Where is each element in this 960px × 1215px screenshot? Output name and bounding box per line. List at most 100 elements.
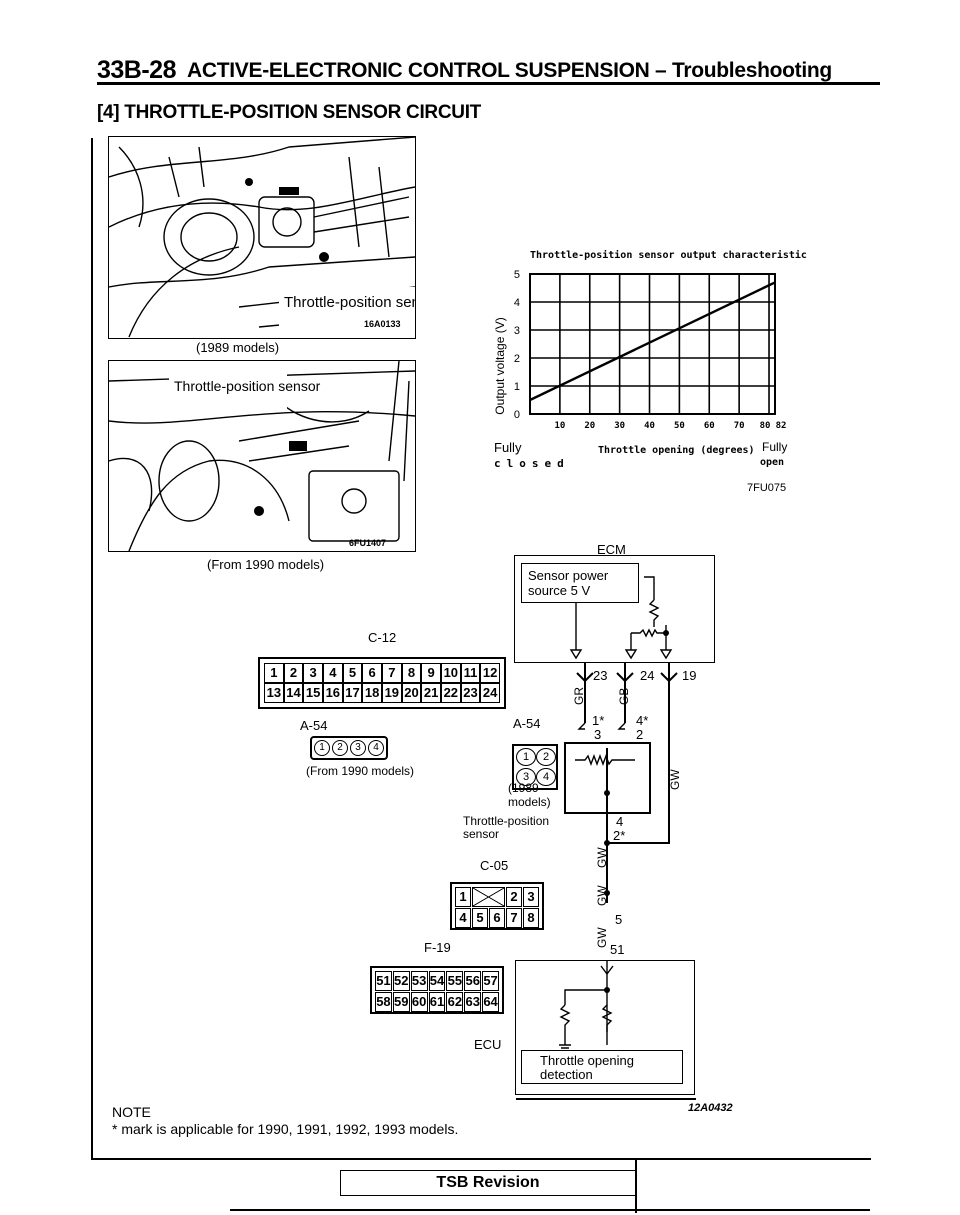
chart-ytick: 5	[514, 269, 520, 281]
pin-19: 19	[682, 668, 697, 683]
f19-pin: 58	[375, 992, 392, 1012]
f19-label: F-19	[424, 940, 451, 955]
chart-ytick: 1	[514, 381, 520, 393]
c05-pin: 6	[489, 908, 505, 928]
wire-gw-label-3: GW	[595, 927, 609, 948]
f19-pin: 64	[482, 992, 499, 1012]
chart-xtick: 30	[614, 421, 625, 431]
c12-pin: 8	[401, 663, 422, 683]
a54-left-pin: 1	[314, 740, 330, 756]
chart-left-label-2: closed	[494, 457, 570, 470]
sensor-pin-1: 1*	[592, 713, 605, 728]
c12-pin: 15	[303, 683, 323, 703]
c12-pin: 18	[362, 683, 382, 703]
tsb-revision-label: TSB Revision	[340, 1170, 636, 1196]
c12-pin: 21	[421, 683, 441, 703]
engine-photo-1990: Throttle-position sensor 6FU1407	[108, 360, 416, 552]
f19-pin: 61	[428, 992, 446, 1012]
sensor-pin-4: 4*	[636, 713, 649, 728]
wire-gw-label-1: GW	[595, 847, 609, 868]
c12-pin: 4	[322, 663, 343, 683]
chart-xtick: 20	[584, 421, 595, 431]
c12-pin: 7	[381, 663, 402, 683]
wire-gr-label: GR	[572, 687, 586, 705]
a54-right-pin: 3	[516, 768, 536, 786]
f19-pin: 54	[428, 971, 446, 991]
c12-pin: 22	[440, 683, 461, 703]
junction-2: 2*	[613, 828, 626, 843]
c12-pin: 9	[421, 663, 441, 683]
f19-pin: 62	[446, 992, 464, 1012]
f19-pin: 52	[392, 971, 410, 991]
chart-xtick: 80	[760, 421, 771, 431]
photo1-ref: 16A0133	[364, 319, 401, 329]
c05-pin: 7	[506, 908, 522, 928]
page-title: ACTIVE-ELECTRONIC CONTROL SUSPENSION – T…	[187, 59, 832, 82]
note-text: * mark is applicable for 1990, 1991, 199…	[112, 1121, 459, 1137]
ecu-internal-circuit	[559, 960, 614, 1049]
ecu-box	[515, 960, 695, 1095]
a54-right-label: A-54	[513, 716, 541, 731]
engine-photo-1989: Throttle-position sensor 16A0133	[108, 136, 416, 339]
c05-pin: 8	[523, 908, 539, 928]
sensor-power-box: Sensor power source 5 V	[521, 563, 639, 603]
a54-left-pin: 3	[350, 740, 366, 756]
note-heading: NOTE	[112, 1104, 151, 1120]
chart-xtick: 50	[674, 421, 685, 431]
c12-pin: 12	[480, 663, 500, 683]
a54-right-pin: 2	[536, 748, 556, 766]
c12-label: C-12	[368, 630, 397, 645]
c12-pin: 11	[460, 663, 481, 683]
chart-xtick: 10	[554, 421, 565, 431]
ecu-bottom-rule	[516, 1098, 696, 1100]
chart-xlabel: Throttle opening (degrees)	[598, 445, 755, 456]
sensor-pin-3: 3	[594, 727, 602, 742]
footer-top-rule	[91, 1158, 871, 1160]
header-rule	[97, 82, 880, 85]
junction-5: 5	[615, 912, 623, 927]
f19-pin: 55	[446, 971, 464, 991]
f19-pin: 51	[375, 971, 392, 991]
c12-pin: 5	[342, 663, 363, 683]
chart-ytick: 4	[514, 297, 520, 309]
footer-bottom-rule	[230, 1209, 870, 1211]
chart-left-label-1: Fully	[494, 440, 522, 455]
chart-xtick: 60	[704, 421, 715, 431]
chart-ylabel: Output voltage (V)	[493, 317, 507, 414]
c12-pin: 19	[381, 683, 402, 703]
wire-gb-label: GB	[617, 687, 631, 705]
pin-23: 23	[593, 668, 608, 683]
f19-pin: 63	[464, 992, 482, 1012]
photo2-callout: Throttle-position sensor	[174, 378, 321, 394]
chart-ref-code: 7FU075	[747, 482, 787, 494]
wire-gw-label-right: GW	[668, 769, 682, 790]
sensor-pin-2: 2	[636, 727, 644, 742]
photo2-caption: (From 1990 models)	[207, 557, 325, 572]
photo2-ref: 6FU1407	[349, 538, 386, 548]
chart-series-line	[529, 281, 776, 402]
chart-right-label-1: Fully	[762, 440, 788, 454]
f19-pin: 56	[464, 971, 482, 991]
a54-right-pin: 1	[516, 748, 536, 766]
f19-pin: 60	[410, 992, 428, 1012]
left-margin-rule	[91, 138, 93, 1158]
chart-xtick: 40	[644, 421, 655, 431]
ecm-box	[514, 555, 715, 663]
a54-left-caption: (From 1990 models)	[306, 764, 415, 778]
photo1-caption: (1989 models)	[196, 340, 280, 355]
c12-pin: 16	[322, 683, 343, 703]
f19-pin: 53	[410, 971, 428, 991]
a54-left-label: A-54	[300, 718, 328, 733]
pin-24: 24	[640, 668, 655, 683]
sensor-label: Throttle-position sensor	[463, 814, 550, 841]
wire-gw-label-2: GW	[595, 885, 609, 906]
c12-pin: 13	[264, 683, 284, 703]
chart-ytick: 0	[514, 409, 520, 421]
section-subtitle: [4] THROTTLE-POSITION SENSOR CIRCUIT	[97, 102, 481, 123]
c05-pin: 4	[455, 908, 471, 928]
